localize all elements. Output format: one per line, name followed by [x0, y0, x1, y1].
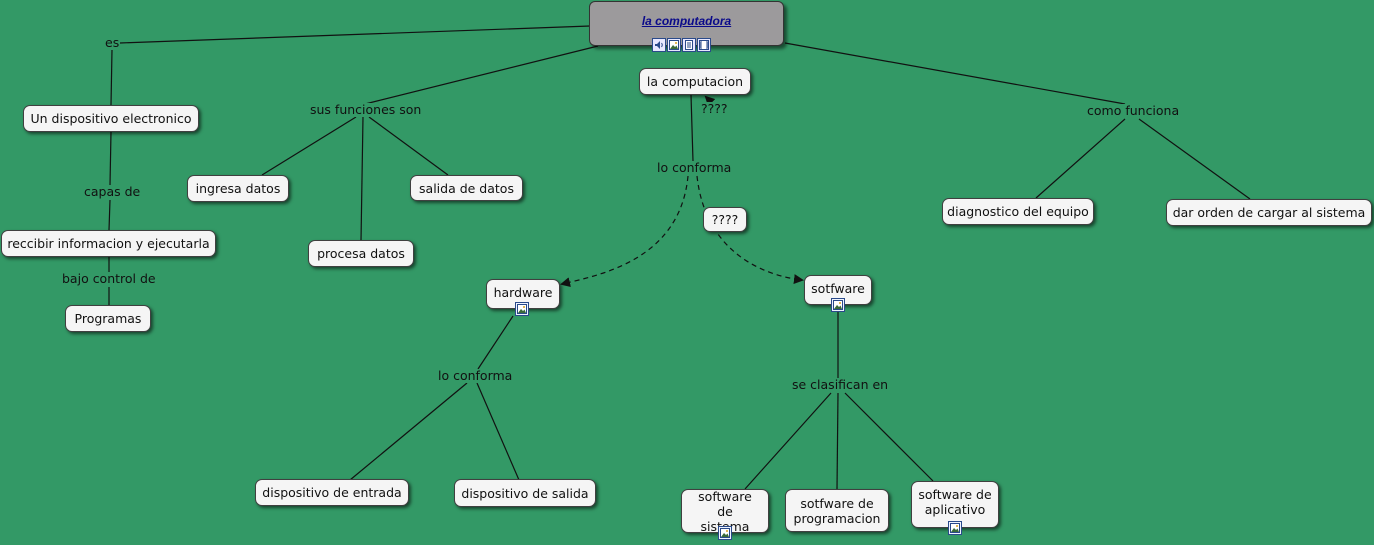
phrase-capas-de: capas de: [83, 184, 142, 199]
concept-dar-orden[interactable]: dar orden de cargar al sistema: [1166, 199, 1372, 226]
concept-dispositivo-entrada[interactable]: dispositivo de entrada: [255, 479, 409, 506]
phrase-sus-funciones: sus funciones son: [309, 102, 423, 117]
root-resource-icons: [652, 38, 711, 52]
link-conforma-sotfware: [696, 175, 804, 285]
root-title[interactable]: la computadora: [641, 14, 732, 28]
concept-sotfware-programacion[interactable]: sotfware de programacion: [785, 489, 889, 532]
phrase-es: es: [104, 35, 121, 50]
sound-icon[interactable]: [652, 38, 666, 52]
phrase-question-1: ????: [700, 101, 729, 116]
video-icon[interactable]: [697, 38, 711, 52]
link-como-dar-orden: [1138, 118, 1251, 200]
link-root-es: [119, 25, 591, 44]
concept-hardware[interactable]: hardware: [486, 279, 560, 309]
phrase-lo-conforma-2: lo conforma: [437, 368, 514, 383]
link-conforma-entrada: [349, 382, 468, 481]
software-aplicativo-image-icon[interactable]: [948, 521, 962, 535]
link-dispositivo-capas: [109, 131, 112, 186]
concept-procesa-datos[interactable]: procesa datos: [308, 240, 414, 267]
phrase-como-funciona: como funciona: [1086, 103, 1181, 118]
link-funciones-procesa: [360, 116, 364, 242]
concept-ingresa-datos[interactable]: ingresa datos: [187, 175, 289, 202]
link-root-como: [784, 42, 1126, 105]
link-funciones-ingresa: [261, 116, 357, 176]
concept-la-computacion[interactable]: la computacion: [639, 68, 751, 95]
concept-software-aplicativo[interactable]: software de aplicativo: [911, 481, 999, 528]
phrase-lo-conforma-1: lo conforma: [656, 160, 733, 175]
concept-recibir-informacion[interactable]: reccibir informacion y ejecutarla: [1, 230, 216, 257]
link-clasifican-sistema: [744, 392, 832, 490]
hardware-image-icon[interactable]: [515, 302, 529, 316]
software-sistema-image-icon[interactable]: [718, 526, 732, 540]
link-clasifican-aplicativo: [844, 392, 934, 482]
link-clasifican-programacion: [836, 392, 839, 490]
image-icon[interactable]: [667, 38, 681, 52]
link-root-funciones: [364, 45, 599, 105]
concept-dispositivo-salida[interactable]: dispositivo de salida: [454, 479, 596, 507]
link-hardware-conforma: [477, 315, 514, 370]
link-conforma-salida: [476, 382, 520, 481]
link-computacion-conforma: [690, 94, 694, 162]
concept-question-2[interactable]: ????: [703, 207, 747, 232]
concept-programas[interactable]: Programas: [65, 305, 151, 332]
link-como-diagnostico: [1035, 118, 1126, 199]
phrase-bajo-control-de: bajo control de: [61, 271, 157, 286]
sotfware-image-icon[interactable]: [831, 298, 845, 312]
link-es-dispositivo: [110, 49, 113, 106]
link-capas-recibir: [108, 199, 111, 231]
concept-diagnostico-equipo[interactable]: diagnostico del equipo: [942, 198, 1094, 225]
link-conforma-hardware: [560, 175, 689, 288]
phrase-se-clasifican: se clasifican en: [791, 377, 890, 392]
concept-dispositivo-electronico[interactable]: Un dispositivo electronico: [23, 105, 199, 132]
concept-salida-datos[interactable]: salida de datos: [410, 175, 523, 201]
link-funciones-salida: [368, 116, 449, 176]
document-icon[interactable]: [682, 38, 696, 52]
